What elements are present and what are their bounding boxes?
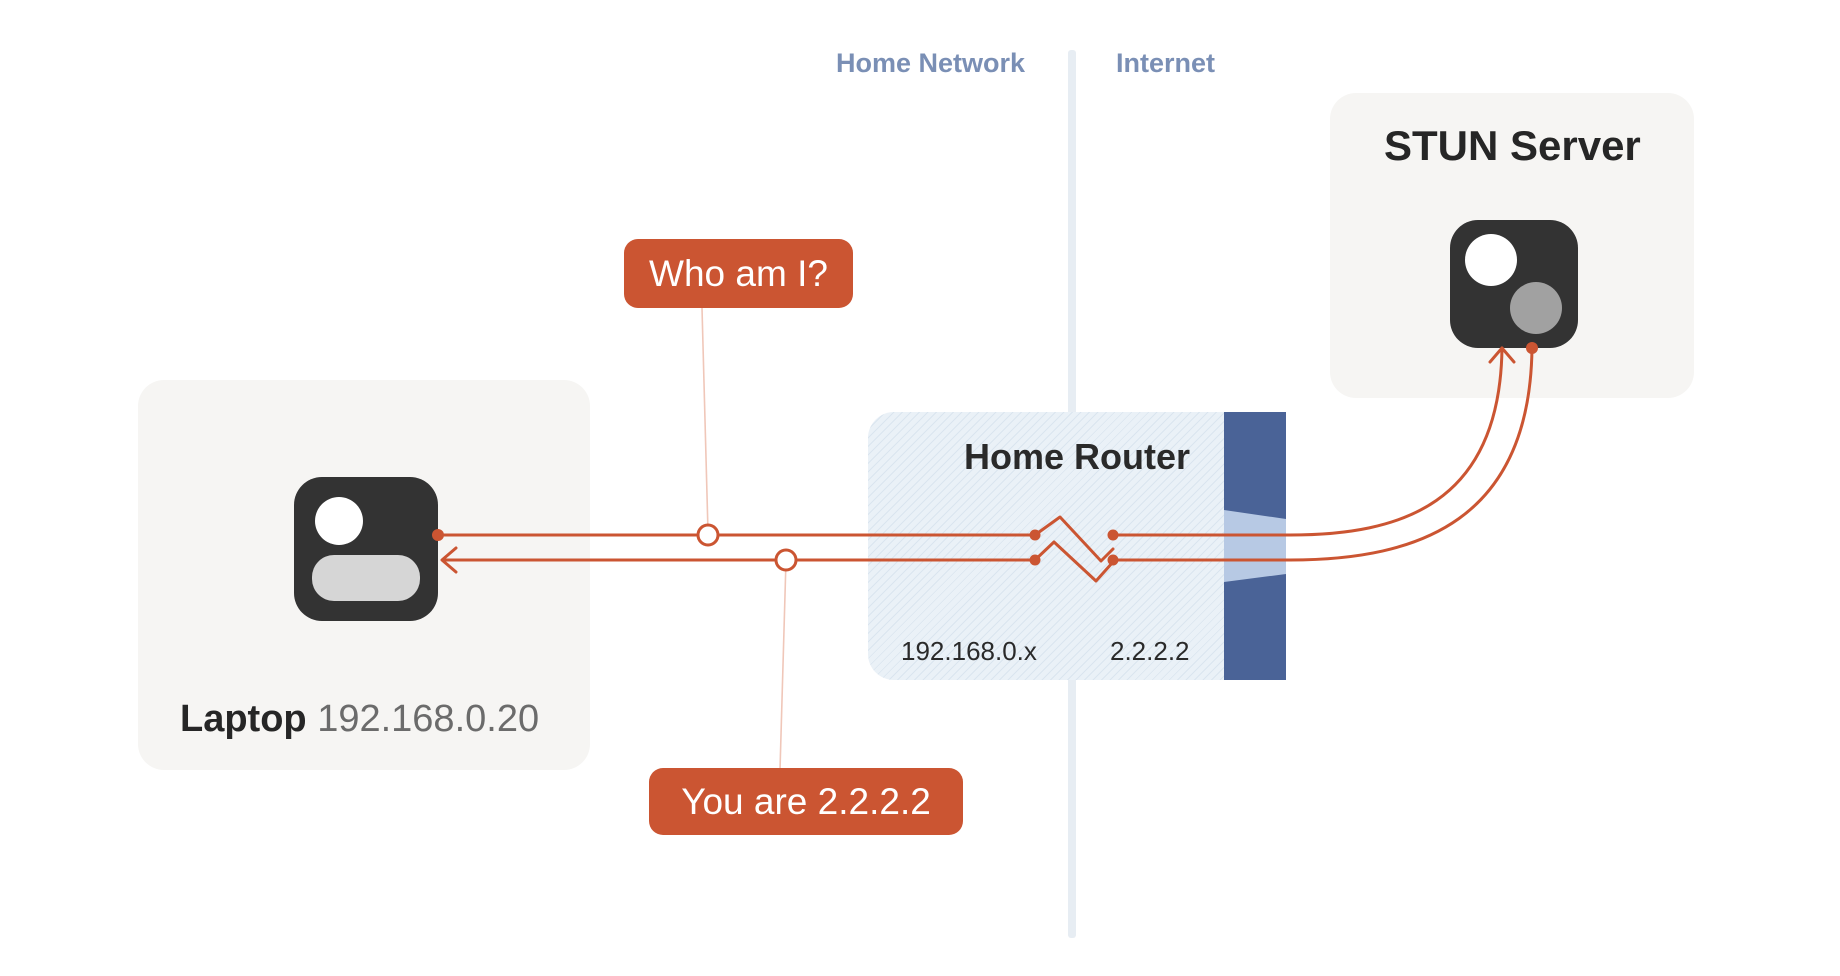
response-message: You are 2.2.2.2 <box>649 768 963 835</box>
home-router-title: Home Router <box>964 436 1191 477</box>
endpoint-stun <box>1526 342 1538 354</box>
router-outer-ip: 2.2.2.2 <box>1110 636 1190 666</box>
response-packet <box>774 548 798 572</box>
laptop-caption: Laptop 192.168.0.20 <box>180 698 539 741</box>
stun-server-icon <box>1450 220 1578 348</box>
response-leader-line <box>779 559 787 771</box>
laptop-name: Laptop <box>180 698 307 740</box>
nat-translation-bottom <box>1033 540 1115 583</box>
firewall-opening <box>1224 510 1286 582</box>
request-leader-line <box>701 307 709 533</box>
router-inner-ip: 192.168.0.x <box>901 636 1037 666</box>
request-line-public <box>1111 346 1504 537</box>
arrowhead-laptop <box>440 546 458 574</box>
nat-translation-top <box>1033 515 1115 563</box>
request-message: Who am I? <box>624 239 853 308</box>
stun-server-title: STUN Server <box>1384 122 1641 169</box>
home-router-box <box>868 412 1286 680</box>
laptop-icon <box>294 477 438 621</box>
arrowhead-stun <box>1488 346 1516 364</box>
internet-label: Internet <box>1116 48 1216 78</box>
home-network-label: Home Network <box>836 48 1026 78</box>
endpoint-laptop <box>432 529 444 541</box>
laptop-ip: 192.168.0.20 <box>317 698 540 740</box>
request-packet <box>696 523 720 547</box>
response-line-public <box>1111 346 1534 562</box>
